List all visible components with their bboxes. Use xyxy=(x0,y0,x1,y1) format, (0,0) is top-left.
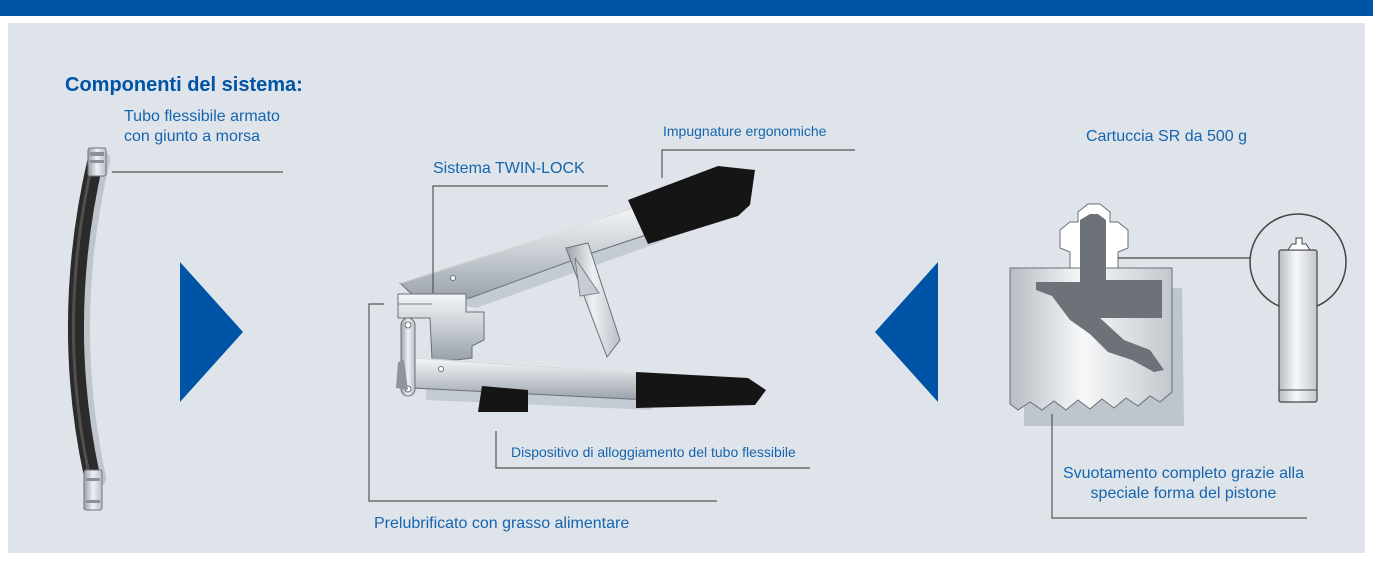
label-cartridge: Cartuccia SR da 500 g xyxy=(1086,128,1247,145)
section-title: Componenti del sistema: xyxy=(65,74,303,96)
top-brand-bar xyxy=(0,0,1373,16)
arrow-left-icon xyxy=(875,262,938,402)
label-hose-holder: Dispositivo di alloggiamento del tubo fl… xyxy=(511,444,796,460)
label-prelubricated: Prelubrificato con grasso alimentare xyxy=(374,515,630,532)
grease-gun-illustration xyxy=(396,166,766,412)
label-ergonomic-grips: Impugnature ergonomiche xyxy=(663,123,827,139)
arrow-right-icon xyxy=(180,262,243,402)
label-hose-line1: Tubo flessibile armato xyxy=(124,108,280,125)
cartridge-illustration xyxy=(1009,203,1347,519)
hose-top-fitting xyxy=(87,147,107,177)
label-piston-line1: Svuotamento completo grazie alla xyxy=(1062,465,1305,482)
grease-gun-leader-lines xyxy=(368,149,855,502)
label-twin-lock: Sistema TWIN-LOCK xyxy=(433,160,585,177)
hose-bottom-fitting xyxy=(83,469,103,511)
hose-illustration xyxy=(68,147,283,511)
label-hose-line2: con giunto a morsa xyxy=(124,128,261,145)
label-piston-line2: speciale forma del pistone xyxy=(1090,485,1277,502)
